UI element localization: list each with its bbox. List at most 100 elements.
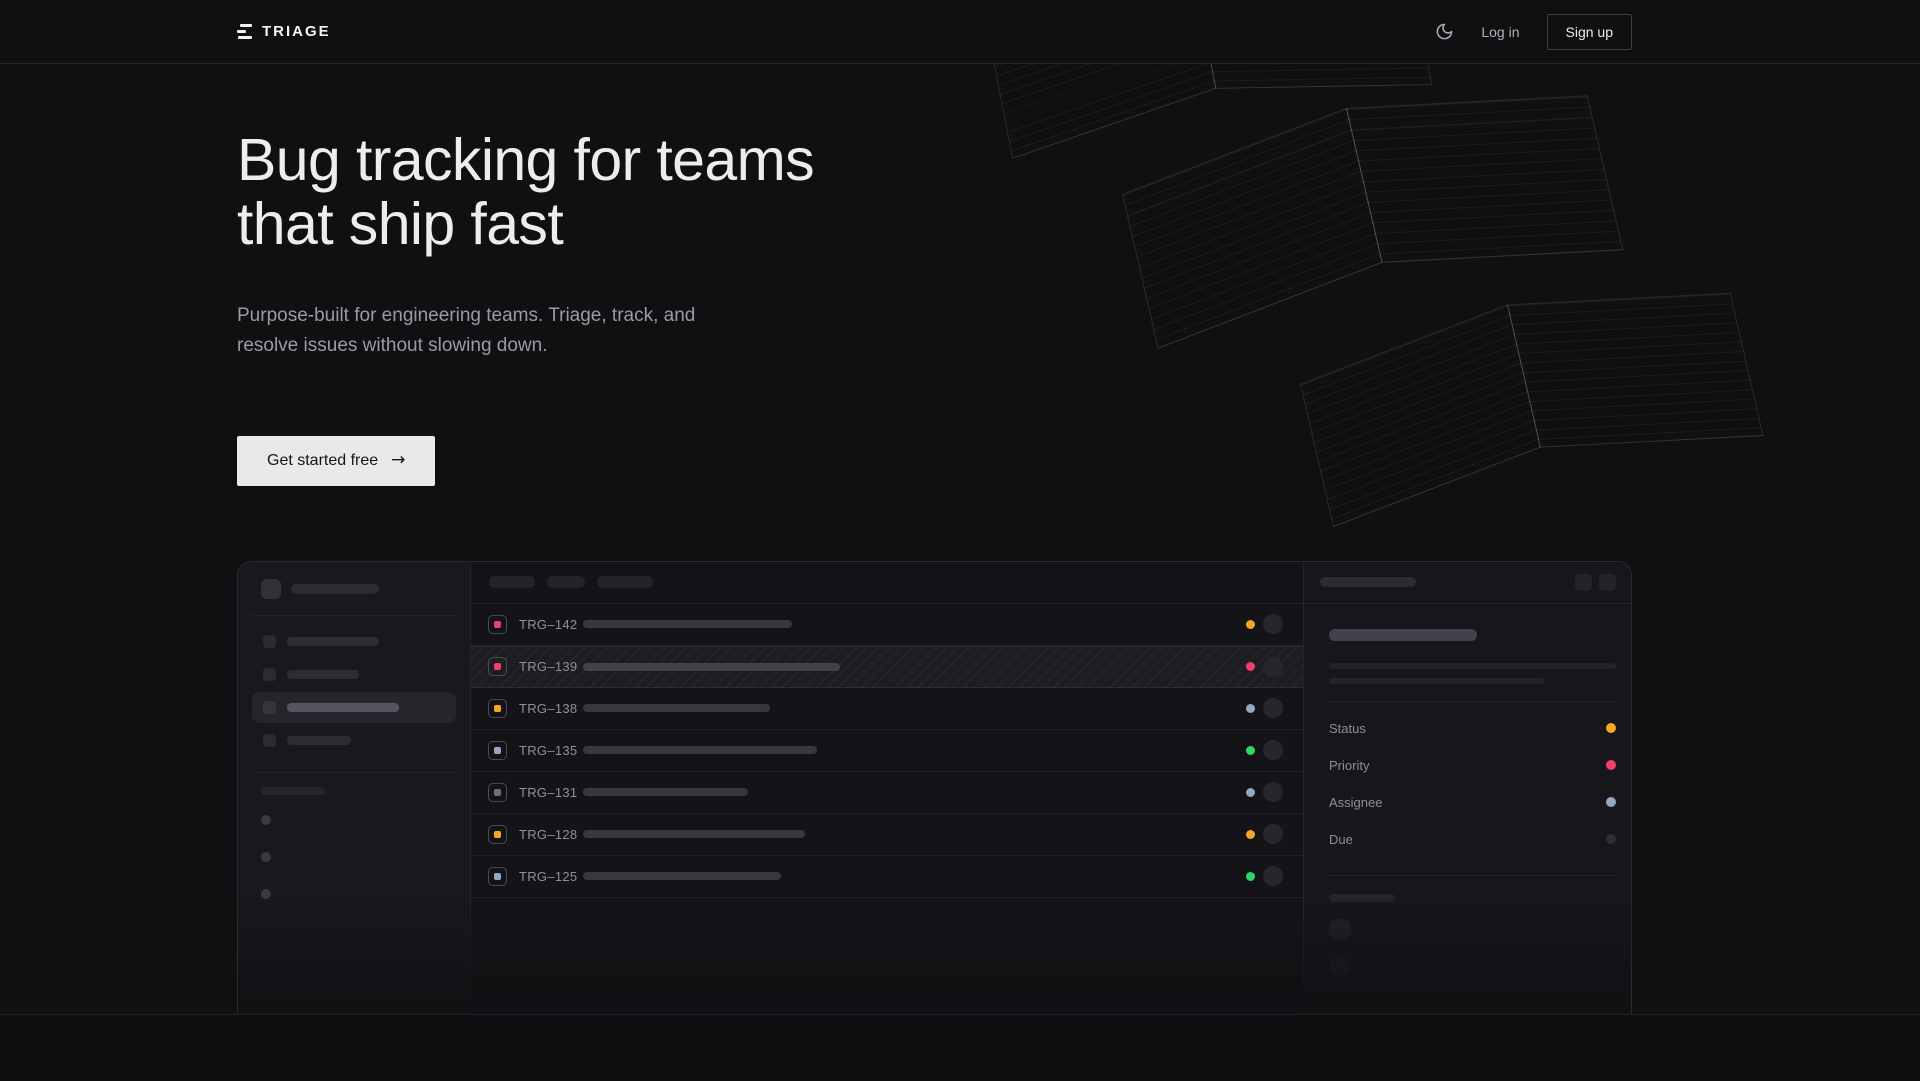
field-value-dot — [1606, 723, 1616, 734]
issue-list-column: TRG–142 TRG–139 TRG–138 TRG–135 TRG–131 … — [470, 561, 1304, 1014]
panel-field-row: Status — [1329, 710, 1616, 747]
sidebar-item — [252, 659, 456, 690]
issue-id: TRG–125 — [519, 868, 578, 884]
brand-logo[interactable]: TRIAGE — [237, 23, 331, 40]
panel-button-skeleton — [1599, 573, 1616, 591]
top-nav: TRIAGE Log in Sign up — [0, 0, 1920, 64]
tab-skeleton — [489, 576, 535, 589]
cta-label: Get started free — [267, 451, 379, 469]
list-header-tabs — [471, 562, 1303, 604]
arrow-right-icon: → — [391, 450, 406, 471]
issue-id: TRG–142 — [519, 616, 578, 632]
sidebar-item-icon-skeleton — [263, 700, 276, 714]
login-link[interactable]: Log in — [1481, 23, 1520, 40]
issue-row: TRG–142 — [471, 604, 1303, 646]
sidebar-dot-skeleton — [261, 814, 271, 825]
mockup-sidebar — [238, 561, 470, 1014]
issue-row: TRG–135 — [471, 730, 1303, 772]
hero-content: Bug tracking for teams that ship fast Pu… — [237, 128, 1632, 1014]
sidebar-item-label-skeleton — [287, 669, 359, 679]
workspace-name-skeleton — [291, 583, 379, 594]
avatar-skeleton — [1329, 917, 1351, 940]
issue-id: TRG–128 — [519, 826, 578, 842]
tab-skeleton — [597, 576, 653, 589]
status-dot — [1246, 662, 1255, 672]
issue-title-skeleton — [583, 704, 770, 713]
moon-icon — [1435, 22, 1454, 41]
sidebar-item-icon-skeleton — [263, 634, 276, 648]
status-dot — [1246, 829, 1255, 839]
sidebar-dot-skeleton — [261, 851, 271, 862]
issue-title-skeleton — [583, 830, 805, 839]
sidebar-dot-skeleton — [261, 888, 271, 899]
panel-body: Status Priority Assignee Due — [1304, 628, 1631, 977]
panel-title-skeleton — [1320, 577, 1416, 588]
assignee-avatar — [1263, 698, 1283, 719]
field-label: Priority — [1329, 757, 1370, 773]
issue-row: TRG–138 — [471, 688, 1303, 730]
status-dot — [1246, 871, 1255, 881]
signup-button[interactable]: Sign up — [1546, 13, 1632, 50]
description-line-skeleton — [1329, 677, 1544, 684]
comments-label-skeleton — [1329, 893, 1395, 902]
issue-id: TRG–139 — [519, 659, 578, 675]
status-dot — [1246, 703, 1255, 713]
theme-toggle-button[interactable] — [1435, 22, 1454, 41]
panel-divider — [1329, 700, 1616, 702]
assignee-avatar — [1263, 866, 1283, 887]
issue-id: TRG–138 — [519, 700, 578, 716]
comment-avatars — [1329, 917, 1616, 977]
panel-field-row: Due — [1329, 821, 1616, 858]
panel-field-row: Priority — [1329, 747, 1616, 784]
issue-row: TRG–131 — [471, 772, 1303, 814]
sidebar-divider — [252, 771, 456, 773]
sidebar-item-label-skeleton — [287, 636, 379, 646]
sidebar-item — [252, 626, 456, 657]
issue-type-icon — [488, 824, 507, 844]
get-started-button[interactable]: Get started free → — [237, 435, 436, 486]
avatar-skeleton — [1329, 954, 1351, 977]
sidebar-dot-list — [261, 814, 470, 899]
app-mockup: TRG–142 TRG–139 TRG–138 TRG–135 TRG–131 … — [237, 560, 1632, 1014]
field-value-dot — [1606, 760, 1616, 771]
status-dot — [1246, 745, 1255, 755]
sidebar-item — [252, 691, 456, 723]
nav-actions: Log in Sign up — [1435, 13, 1632, 50]
issue-title-skeleton — [583, 872, 781, 881]
field-value-dot — [1606, 797, 1616, 808]
sidebar-nav-list — [238, 626, 470, 756]
status-dot — [1246, 619, 1255, 629]
workspace-avatar-skeleton — [261, 578, 281, 599]
field-list: Status Priority Assignee Due — [1329, 710, 1616, 858]
hero-section: Bug tracking for teams that ship fast Pu… — [0, 64, 1920, 1014]
panel-button-skeleton — [1575, 573, 1592, 591]
sidebar-item — [252, 725, 456, 756]
sidebar-item-icon-skeleton — [263, 733, 276, 747]
workspace-row — [238, 578, 470, 599]
issue-title-skeleton — [583, 746, 817, 755]
sidebar-item-label-skeleton — [287, 702, 399, 712]
issue-type-icon — [488, 782, 507, 802]
footer — [0, 1014, 1920, 1081]
issue-id: TRG–131 — [519, 784, 578, 800]
issue-type-icon — [488, 866, 507, 886]
assignee-avatar — [1263, 740, 1283, 761]
assignee-avatar — [1263, 824, 1283, 845]
issue-title-skeleton — [583, 620, 792, 629]
sidebar-item-label-skeleton — [287, 735, 351, 745]
issue-id: TRG–135 — [519, 742, 578, 758]
panel-header — [1304, 562, 1631, 604]
nav-container: TRIAGE Log in Sign up — [237, 13, 1632, 50]
assignee-avatar — [1263, 614, 1283, 635]
issue-row: TRG–128 — [471, 814, 1303, 856]
issue-title-skeleton — [583, 662, 840, 671]
issue-type-icon — [488, 614, 507, 634]
field-label: Assignee — [1329, 794, 1383, 810]
sidebar-section-label-skeleton — [261, 786, 325, 795]
tab-skeleton — [547, 576, 585, 589]
panel-divider — [1329, 874, 1616, 876]
panel-header-buttons — [1575, 573, 1616, 591]
issue-type-icon — [488, 657, 507, 677]
hero-heading: Bug tracking for teams that ship fast — [237, 127, 815, 258]
issue-type-icon — [488, 740, 507, 760]
